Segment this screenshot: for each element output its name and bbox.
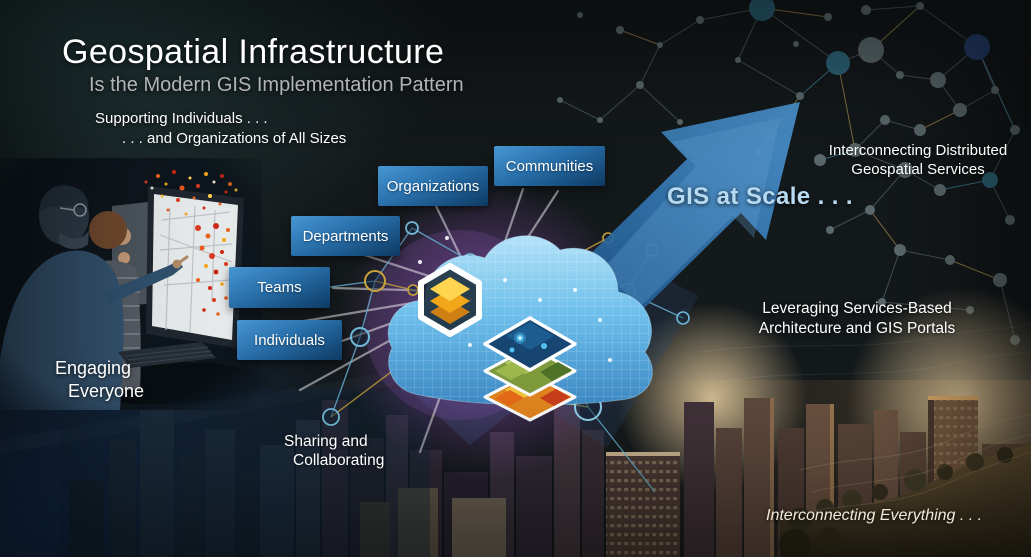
scale-box-teams: Teams <box>229 267 330 308</box>
map-hotspot-dots <box>195 223 230 316</box>
scale-box-communities: Communities <box>494 146 605 186</box>
scale-box-label: Teams <box>257 279 302 296</box>
callout-gis-at-scale: GIS at Scale . . . <box>667 183 853 210</box>
supporting-line-1: Supporting Individuals . . . <box>95 110 268 127</box>
scale-box-departments: Departments <box>291 216 400 256</box>
supporting-line-2: . . . and Organizations of All Sizes <box>122 130 347 147</box>
page-title: Geospatial Infrastructure <box>62 33 445 71</box>
callout-line: Everyone <box>68 381 145 401</box>
layers-hexagon-icon <box>418 263 482 337</box>
network-nodes-graphic <box>557 0 1020 345</box>
callout-leveraging-services: Leveraging Services-Based Architecture a… <box>741 299 973 339</box>
callout-interconnecting-distributed: Interconnecting Distributed Geospatial S… <box>820 141 1016 179</box>
callout-interconnecting-everything: Interconnecting Everything . . . <box>766 507 983 524</box>
scale-box-label: Organizations <box>386 177 480 195</box>
hills-photo <box>779 413 1031 557</box>
confetti-dots <box>144 170 238 216</box>
callout-engaging-everyone: Engaging Everyone <box>55 357 144 403</box>
callout-line: Sharing and <box>284 433 368 450</box>
scale-box-label: Individuals <box>254 331 325 349</box>
callout-line: Engaging <box>55 358 132 378</box>
scale-box-label: Departments <box>302 227 389 245</box>
callout-sharing-collaborating: Sharing and Collaborating <box>284 432 384 470</box>
callout-line: Leveraging Services-Based <box>762 300 952 317</box>
callout-line: Collaborating <box>293 452 385 469</box>
scale-box-individuals: Individuals <box>237 320 342 360</box>
callout-line: Geospatial Services <box>851 161 985 178</box>
page-subtitle: Is the Modern GIS Implementation Pattern <box>89 74 464 96</box>
map-layer-stack-icon <box>483 316 577 422</box>
analysts-at-monitor-photo <box>0 158 270 410</box>
callout-line: Interconnecting Distributed <box>828 142 1008 159</box>
callout-line: Architecture and GIS Portals <box>758 320 956 337</box>
scale-box-organizations: Organizations <box>378 166 488 206</box>
scale-box-label: Communities <box>505 157 594 175</box>
